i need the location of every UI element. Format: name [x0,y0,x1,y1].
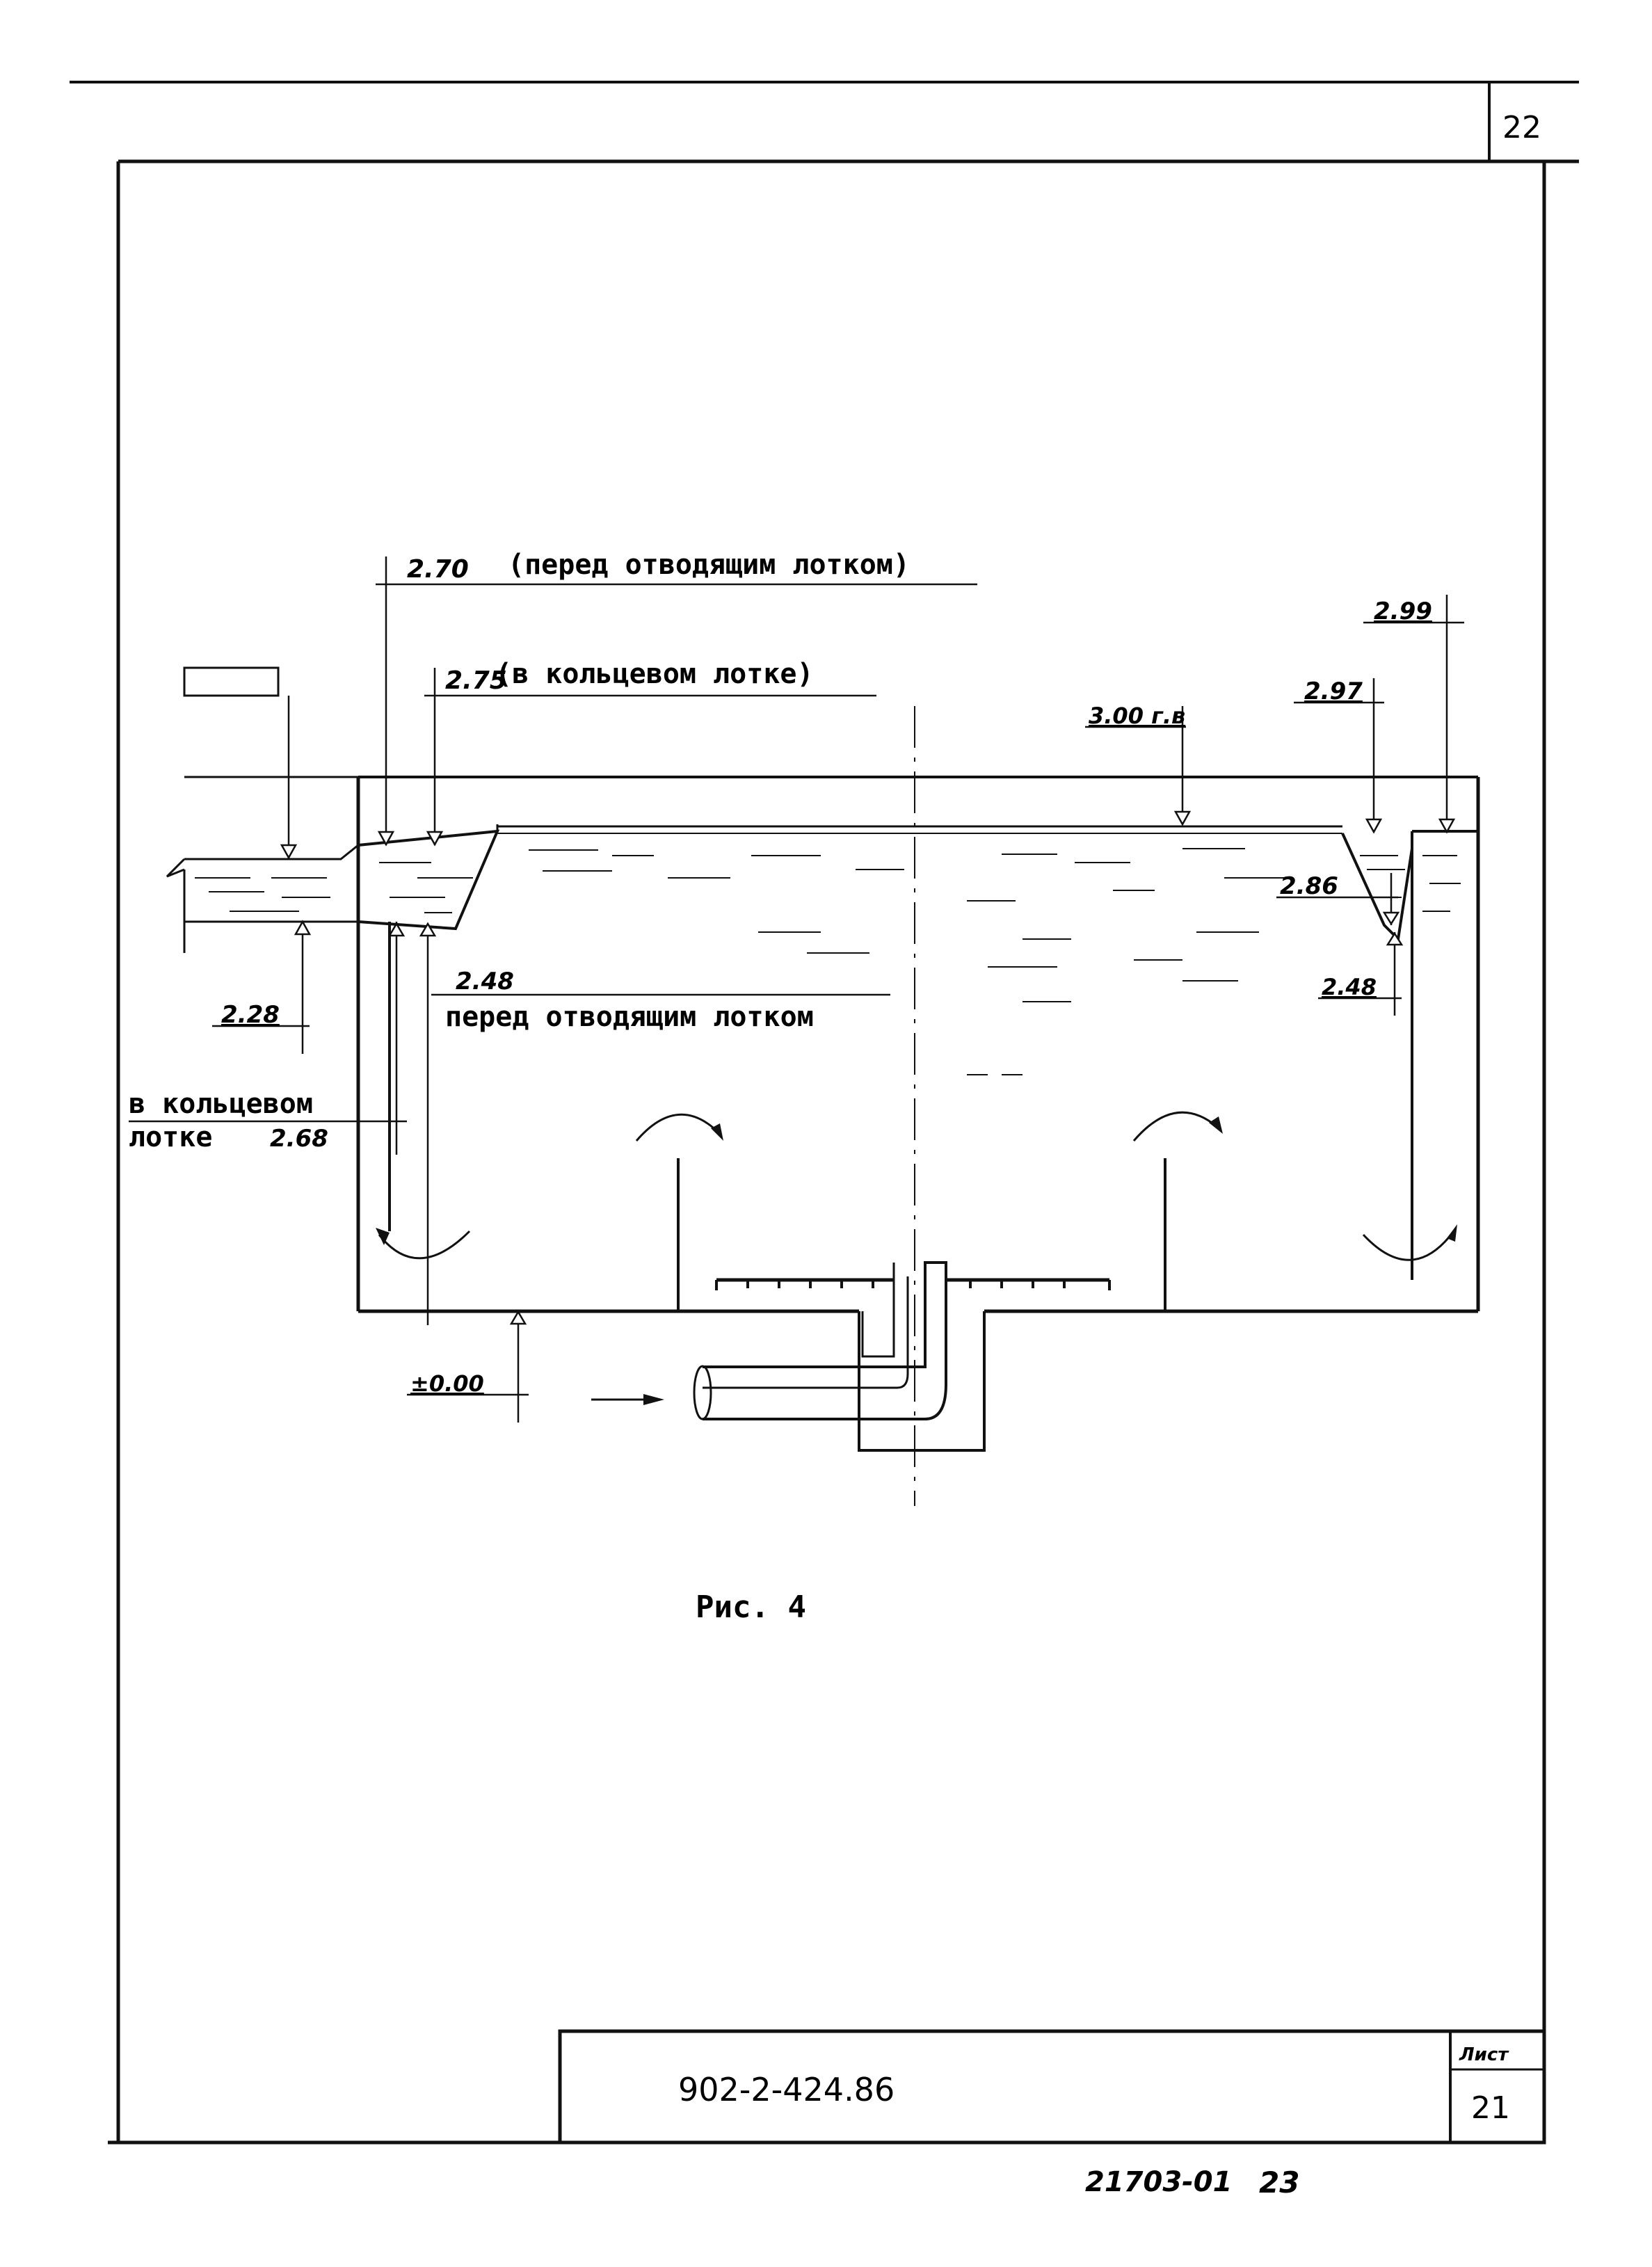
inventory-number: 21703-01 [1085,2166,1232,2198]
level-leaders [129,556,1464,1423]
level-label-3-00: 3.00 г.в [1089,703,1185,729]
water-hatching [195,848,1461,1075]
document-code: 902-2-424.86 [678,2071,895,2108]
sheet-label: Лист [1459,2044,1509,2065]
title-block [558,2029,1546,2145]
level-label-2-97: 2.97 [1304,678,1363,705]
flow-arrows [376,1111,1457,1261]
level-label-2-28: 2.28 [221,1001,280,1029]
level-label-2-70: 2.70 [407,555,469,584]
level-triangle-markers [280,810,1456,1325]
figure-caption: Рис. 4 [696,1589,806,1625]
level-label-2-99: 2.99 [1374,598,1432,625]
level-label-2-86: 2.86 [1280,872,1338,900]
level-label-2-48-right: 2.48 [1322,974,1377,1000]
corner-sheet-number: 22 [1502,110,1541,145]
inlet-cover-symbol [183,666,280,697]
level-label-2-48-left: 2.48 [456,968,514,995]
level-note-2-68-line2: лотке [129,1121,212,1153]
footer-page-number: 23 [1259,2165,1299,2200]
level-note-2-68-line1: в кольцевом [129,1088,313,1120]
level-note-2-48-left: перед отводящим лотком [445,1001,814,1033]
level-note-2-75: (в кольцевом лотке) [495,658,814,690]
sheet-number: 21 [1471,2090,1510,2126]
settling-tank [166,706,1480,1506]
level-note-2-70: (перед отводящим лотком) [508,549,910,581]
level-label-2-75: 2.75 [445,666,507,695]
inlet-pipe [591,1261,1111,1420]
level-label-0-00: ±0.00 [410,1370,484,1397]
level-label-2-68: 2.68 [270,1125,328,1153]
